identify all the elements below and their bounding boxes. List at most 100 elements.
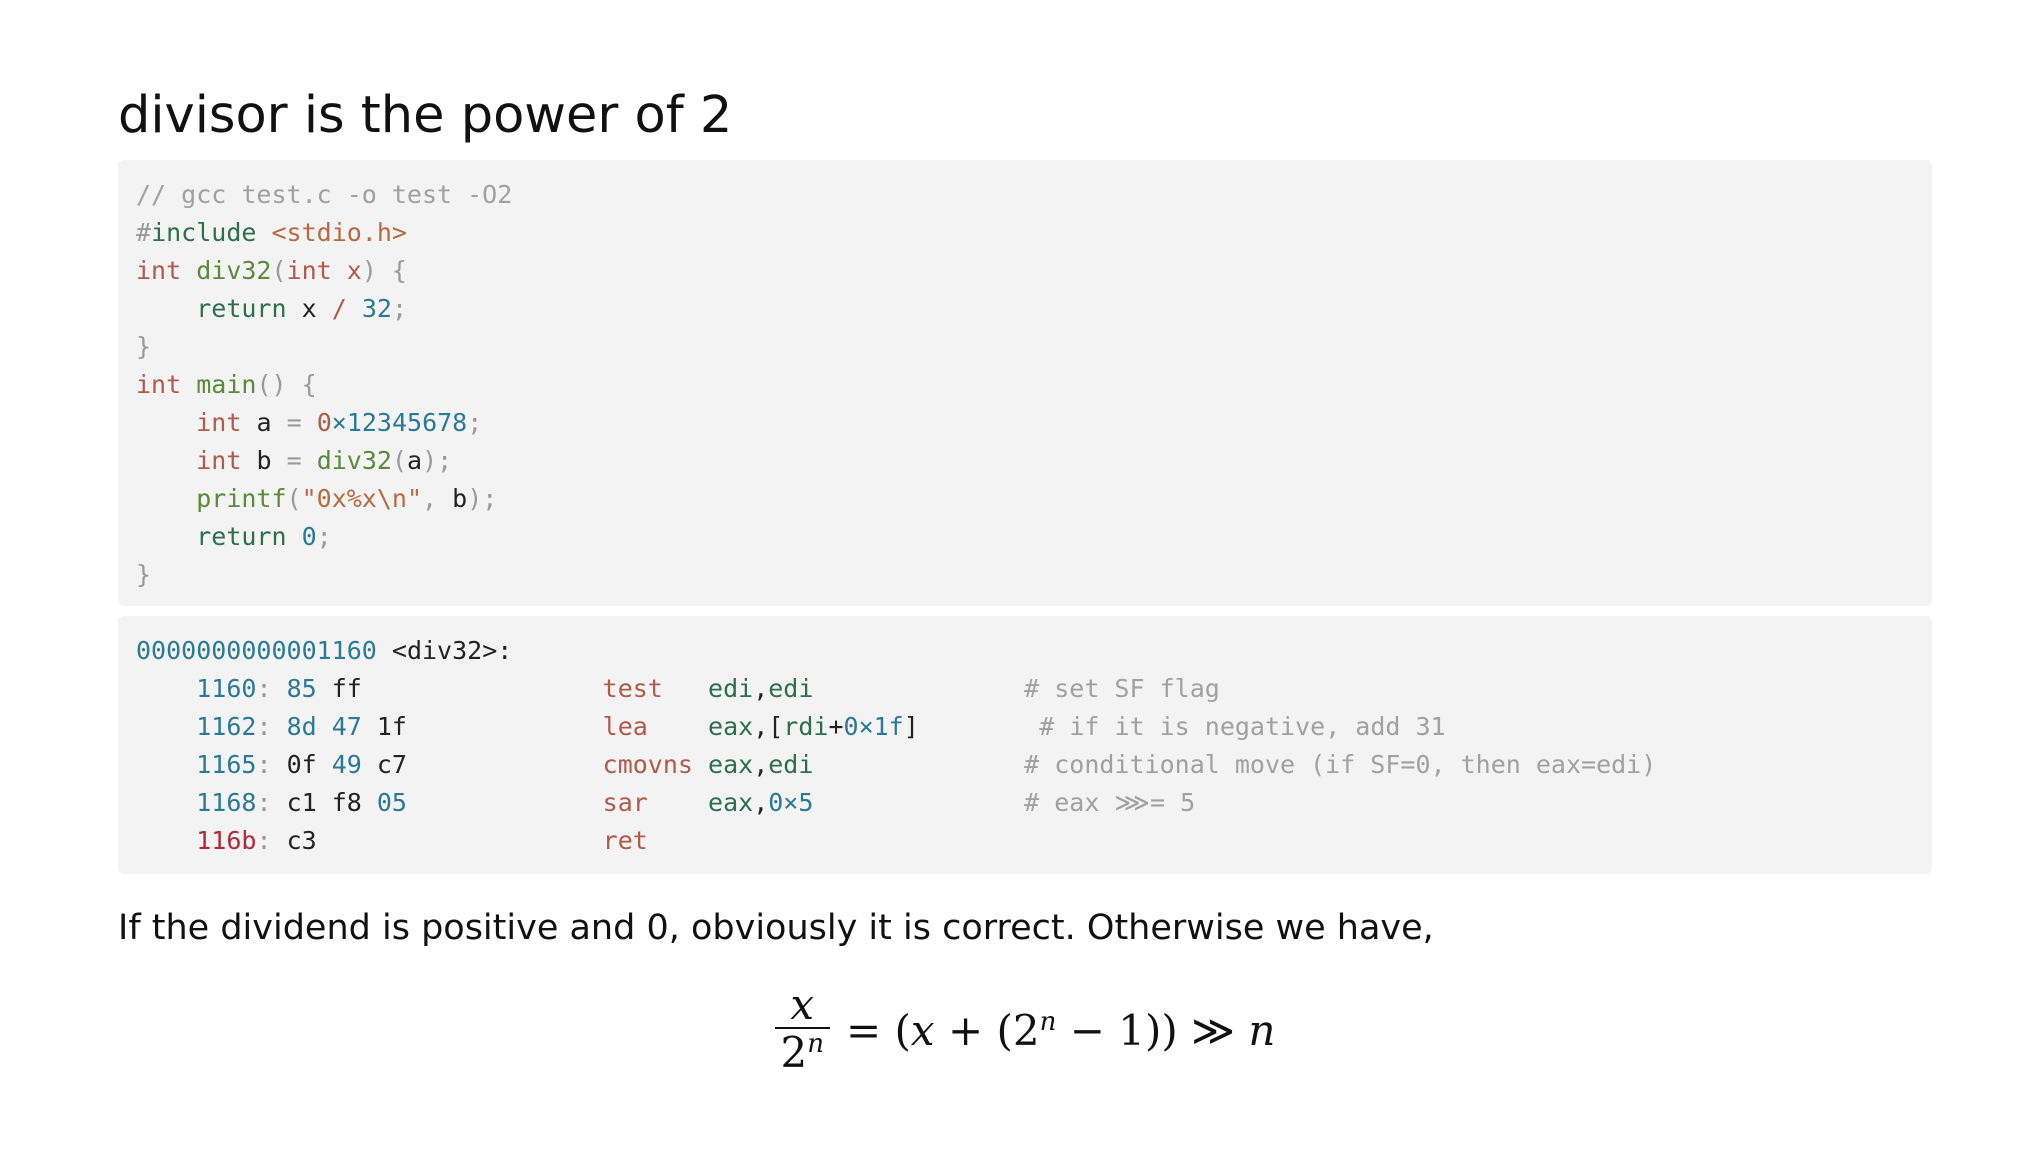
asm-header-label: <div32>:	[391, 636, 513, 665]
type-keyword: int	[196, 446, 242, 475]
code-line-2: #include <stdio.h>	[136, 214, 512, 252]
asm-register: eax	[708, 712, 754, 741]
fraction: x 2n	[774, 983, 830, 1077]
denominator-base: 2	[780, 1028, 808, 1077]
asm-row: 1165: 0f 49 c7 cmovns eax,edi # conditio…	[196, 750, 1657, 779]
body-paragraph: If the dividend is positive and 0, obvio…	[118, 908, 1434, 948]
param-name: x	[346, 256, 362, 285]
asm-address: 116b	[196, 826, 257, 855]
return-keyword: return	[196, 522, 287, 551]
rhs-var: x	[910, 1005, 935, 1055]
asm-comment: # conditional move (if SF=0, then eax=ed…	[1024, 750, 1657, 779]
asm-bytes: 8d 47	[286, 712, 362, 741]
asm-sep: ,[	[753, 712, 784, 741]
operator: /	[331, 294, 347, 323]
asm-mnemonic: sar	[602, 788, 648, 817]
semicolon: ;	[391, 294, 408, 323]
asm-sep: ]	[903, 712, 919, 741]
formula-rhs: = (x + (2n − 1)) ≫ n	[846, 1006, 1276, 1055]
code-line-1: // gcc test.c -o test -O2	[136, 176, 512, 214]
code-line-10: return 0;	[136, 518, 512, 556]
asm-immediate: 0×1f	[843, 712, 904, 741]
code-line-4: return x / 32;	[136, 290, 512, 328]
code-line-9: printf("0x%x\n", b);	[136, 480, 512, 518]
asm-register: edi	[708, 674, 754, 703]
asm-bytes: 85	[286, 674, 317, 703]
include-file: <stdio.h>	[271, 218, 407, 247]
asm-register: rdi	[783, 712, 829, 741]
rhs-part: + (2	[934, 1005, 1040, 1055]
asm-code-block: 0000000000001160 <div32>: 1160: 85 ff te…	[118, 616, 1932, 874]
function-name: printf	[196, 484, 287, 513]
asm-row: 1160: 85 ff test edi,edi # set SF flag	[196, 674, 1220, 703]
return-keyword: return	[196, 294, 287, 323]
include-hash: #	[136, 218, 152, 247]
page-title: divisor is the power of 2	[118, 86, 733, 145]
type-keyword: int	[196, 408, 242, 437]
semicolon: ;	[467, 408, 483, 437]
rhs-var: n	[1248, 1005, 1276, 1055]
asm-address: 1162	[196, 712, 257, 741]
asm-address: 1160	[196, 674, 257, 703]
type-keyword: int	[136, 256, 182, 285]
function-name: main	[196, 370, 257, 399]
number: 0	[301, 522, 317, 551]
function-name: div32	[196, 256, 272, 285]
asm-register: edi	[768, 750, 814, 779]
number: 0	[316, 408, 332, 437]
paren: (	[286, 484, 302, 513]
string-literal: "0x%x\n"	[301, 484, 423, 513]
asm-header: 0000000000001160 <div32>:	[136, 632, 1656, 670]
asm-bytes: 1f	[361, 712, 407, 741]
fraction-denominator: 2n	[775, 1029, 830, 1077]
paren: (	[271, 256, 287, 285]
operator: =	[286, 408, 302, 437]
asm-header-address: 0000000000001160	[136, 636, 377, 665]
identifier: b	[452, 484, 468, 513]
semicolon: ;	[316, 522, 332, 551]
asm-register: eax	[708, 788, 754, 817]
asm-comment: # set SF flag	[1024, 674, 1220, 703]
function-name: div32	[316, 446, 392, 475]
type-keyword: int	[286, 256, 332, 285]
brace: }	[136, 332, 152, 361]
asm-address: 1168	[196, 788, 257, 817]
asm-bytes: c1 f8	[286, 788, 362, 817]
asm-bytes: 05	[361, 788, 407, 817]
asm-comment: # if it is negative, add 31	[1039, 712, 1446, 741]
c-code-block: // gcc test.c -o test -O2 #include <stdi…	[118, 160, 1932, 606]
code-line-5: }	[136, 328, 512, 366]
operator: =	[286, 446, 302, 475]
brace: }	[136, 560, 152, 589]
rhs-part: − 1)) ≫	[1056, 1005, 1249, 1055]
rhs-part: = (	[845, 1005, 911, 1055]
identifier: b	[256, 446, 272, 475]
asm-bytes: c3	[286, 826, 317, 855]
identifier: a	[407, 446, 423, 475]
asm-sep: ,	[753, 674, 769, 703]
code-comment: // gcc test.c -o test -O2	[136, 180, 513, 209]
paren: (	[391, 446, 408, 475]
denominator-exponent: n	[807, 1029, 824, 1059]
asm-mnemonic: ret	[602, 826, 648, 855]
number: ×	[331, 408, 347, 437]
asm-row: 1168: c1 f8 05 sar eax,0×5 # eax ⋙= 5	[196, 788, 1196, 817]
asm-mnemonic: cmovns	[602, 750, 693, 779]
asm-sep: ,	[753, 788, 769, 817]
fraction-bar	[774, 1027, 830, 1029]
paren: () {	[256, 370, 317, 399]
code-line-8: int b = div32(a);	[136, 442, 512, 480]
asm-register: eax	[708, 750, 754, 779]
asm-immediate: 0×5	[768, 788, 814, 817]
paren: );	[467, 484, 498, 513]
code-line-6: int main() {	[136, 366, 512, 404]
code-line-11: }	[136, 556, 512, 594]
asm-bytes: 49	[316, 750, 362, 779]
code-line-3: int div32(int x) {	[136, 252, 512, 290]
paren: );	[422, 446, 453, 475]
asm-comment: # eax ⋙= 5	[1024, 788, 1196, 817]
asm-sep: +	[828, 712, 844, 741]
rhs-exponent: n	[1039, 1006, 1057, 1037]
type-keyword: int	[136, 370, 182, 399]
asm-row: 116b: c3 ret	[196, 826, 648, 855]
